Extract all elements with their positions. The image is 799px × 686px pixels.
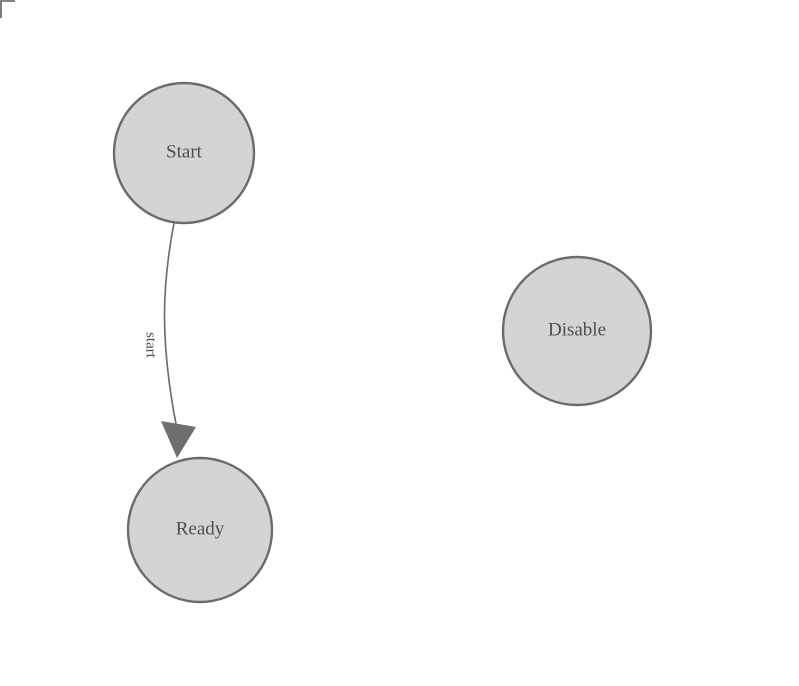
node-shape[interactable] [112,81,256,225]
edge-start-to-ready[interactable]: start [143,222,196,458]
node-shape[interactable] [501,255,653,407]
node-label-start: Start [166,141,203,162]
node-label-disable: Disable [548,319,606,340]
node-ready[interactable]: Ready [126,456,274,604]
edge-line [163,222,177,425]
edge-arrowhead-icon [161,421,196,458]
selection-corner-marker-icon [0,0,15,18]
node-disable[interactable]: Disable [501,255,653,407]
edge-label-start: start [143,332,159,359]
node-label-ready: Ready [176,518,225,539]
node-shape[interactable] [126,456,274,604]
node-start[interactable]: Start [112,81,256,225]
